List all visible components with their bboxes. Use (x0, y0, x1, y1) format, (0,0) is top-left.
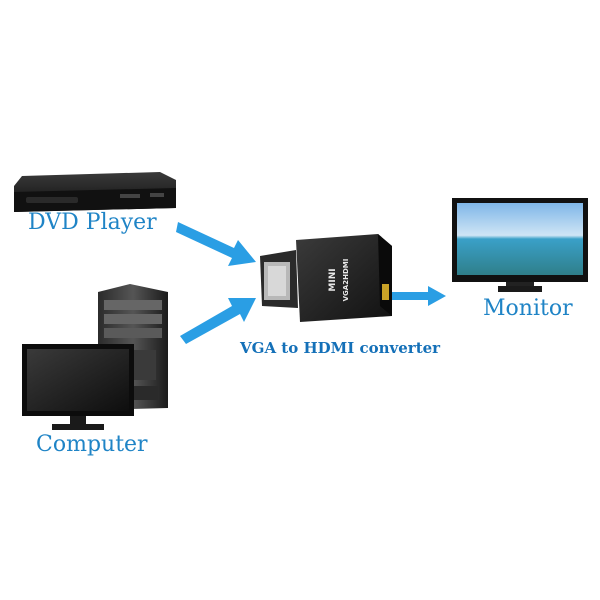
adapter-label-mini: MINI (328, 268, 338, 291)
vga-hdmi-adapter-icon: MINI VGA2HDMI (260, 234, 392, 322)
tv-monitor-icon (452, 198, 588, 292)
monitor-label: Monitor (483, 296, 573, 321)
adapter-label-model: VGA2HDMI (342, 259, 350, 302)
computer-monitor-icon (22, 344, 134, 430)
arrow-icon (176, 222, 446, 344)
dvd-player-label: DVD Player (28, 210, 157, 235)
converter-label: VGA to HDMI converter (240, 339, 441, 357)
dvd-player-icon (14, 172, 176, 212)
computer-label: Computer (36, 432, 148, 457)
